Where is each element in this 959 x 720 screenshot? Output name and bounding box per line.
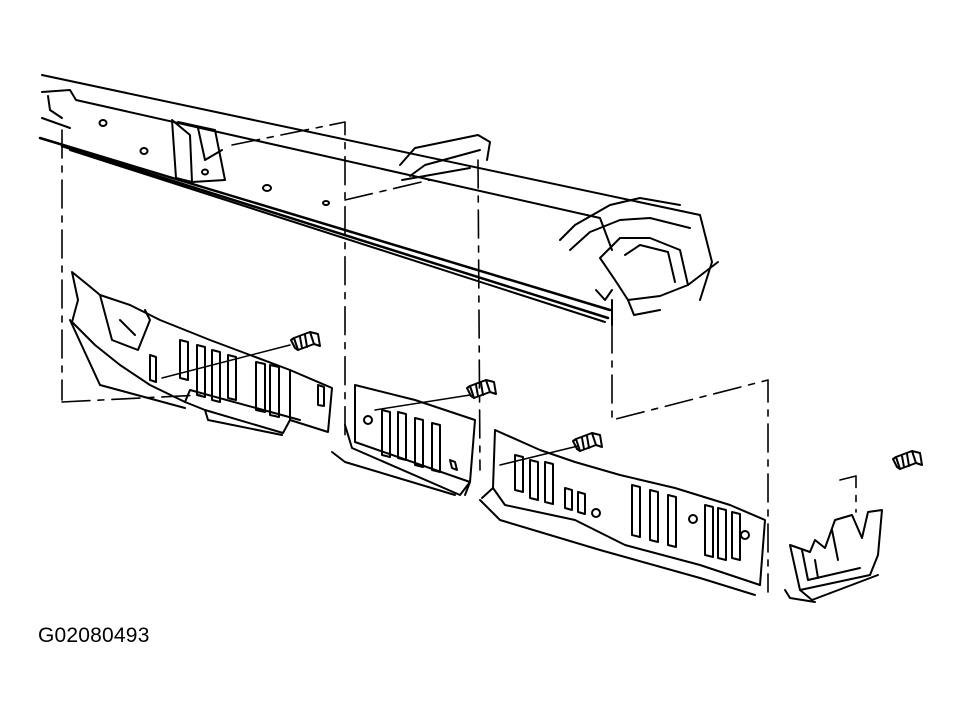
bolt-icon: [291, 332, 320, 350]
right-center-air-deflector: [480, 430, 765, 595]
center-air-deflector: [332, 385, 475, 495]
figure-id-label: G02080493: [38, 624, 150, 647]
bolt-icon: [467, 380, 496, 398]
left-end-air-deflector: [70, 272, 332, 435]
bumper-reinforcement-beam: [40, 75, 718, 325]
alignment-lines: [62, 122, 856, 592]
bolt-icon: [573, 433, 602, 451]
fastener-bolts: [291, 332, 922, 469]
bolt-icon: [893, 451, 922, 469]
right-end-bracket: [785, 510, 882, 602]
